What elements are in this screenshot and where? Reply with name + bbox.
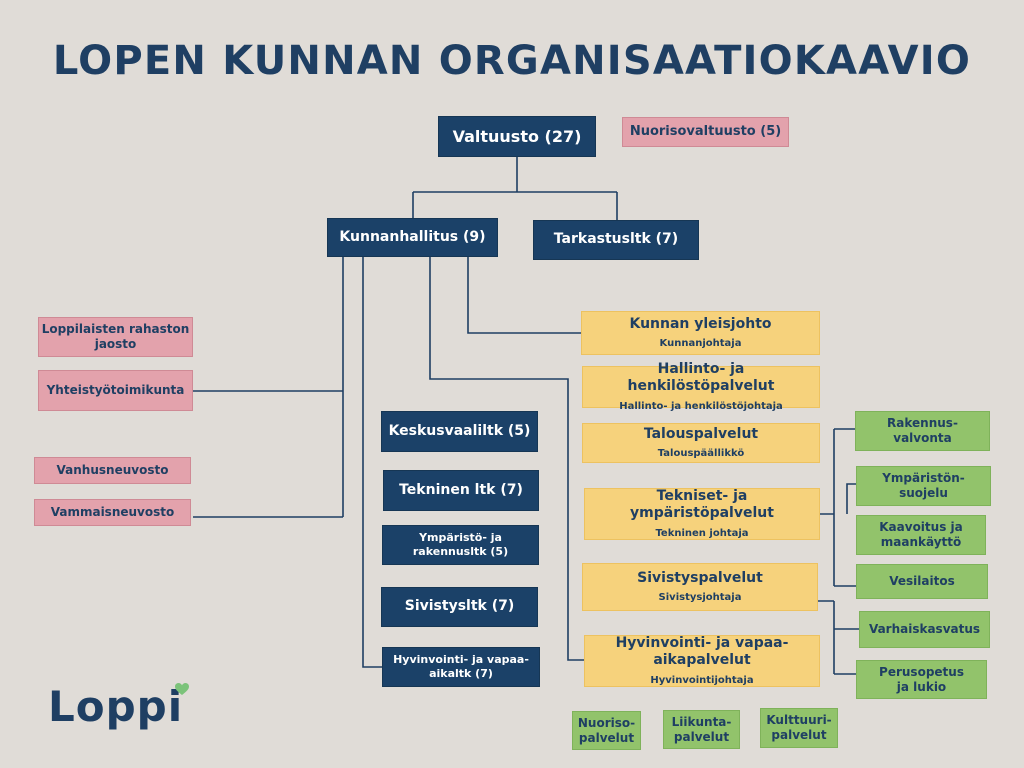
kunnanhallitus-box: Kunnanhallitus (9) bbox=[327, 218, 498, 257]
hyvinvointi-ltk-box: Hyvinvointi- ja vapaa-aikaltk (7) bbox=[382, 647, 540, 687]
tekniset-sub: Tekninen johtaja bbox=[655, 527, 749, 539]
yhteistyo-label: Yhteistyötoimikunta bbox=[46, 383, 185, 397]
vesilaitos-box: Vesilaitos bbox=[856, 564, 988, 599]
rakennusvalvonta-label: Rakennus- valvonta bbox=[887, 416, 958, 445]
vammaisneuvosto-box: Vammaisneuvosto bbox=[34, 499, 191, 526]
connector-services bbox=[429, 257, 584, 661]
valtuusto-label: Valtuusto (27) bbox=[452, 126, 582, 146]
tekniset-title: Tekniset- ja ympäristöpalvelut bbox=[630, 487, 774, 522]
talous-box: Talouspalvelut Talouspäällikkö bbox=[582, 423, 820, 463]
yleisjohto-box: Kunnan yleisjohto Kunnanjohtaja bbox=[581, 311, 820, 355]
vammaisneuvosto-label: Vammaisneuvosto bbox=[50, 505, 175, 519]
tarkastusltk-label: Tarkastusltk (7) bbox=[553, 231, 679, 248]
connector-valtuusto bbox=[412, 157, 618, 220]
yhteistyo-box: Yhteistyötoimikunta bbox=[38, 370, 193, 411]
connector-yleisjohto bbox=[467, 257, 581, 334]
yleisjohto-sub: Kunnanjohtaja bbox=[659, 338, 742, 349]
kulttuuripalvelut-label: Kulttuuri- palvelut bbox=[766, 713, 832, 742]
perusopetus-label: Perusopetus ja lukio bbox=[879, 664, 964, 694]
kaavoitus-label: Kaavoitus ja maankäyttö bbox=[879, 520, 963, 549]
tekniset-box: Tekniset- ja ympäristöpalvelut Tekninen … bbox=[584, 488, 820, 540]
talous-title: Talouspalvelut bbox=[643, 425, 759, 442]
page-title: LOPEN KUNNAN ORGANISAATIOKAAVIO bbox=[52, 38, 972, 84]
ymparisto-ltk-box: Ympäristö- ja rakennusltk (5) bbox=[382, 525, 539, 565]
sivistys-box: Sivistyspalvelut Sivistysjohtaja bbox=[582, 563, 818, 611]
nuorisovaltuusto-box: Nuorisovaltuusto (5) bbox=[622, 117, 789, 147]
ymparisto-ltk-label: Ympäristö- ja rakennusltk (5) bbox=[412, 531, 509, 558]
hallinto-box: Hallinto- ja henkilöstöpalvelut Hallinto… bbox=[582, 361, 820, 412]
vanhusneuvosto-label: Vanhusneuvosto bbox=[56, 463, 169, 477]
vanhusneuvosto-box: Vanhusneuvosto bbox=[34, 457, 191, 484]
hallinto-title: Hallinto- ja henkilöstöpalvelut bbox=[627, 360, 775, 395]
rakennusvalvonta-box: Rakennus- valvonta bbox=[855, 411, 990, 451]
nuorisopalvelut-box: Nuoriso- palvelut bbox=[572, 711, 641, 750]
nuorisopalvelut-label: Nuoriso- palvelut bbox=[577, 715, 636, 745]
hyvinvointi-box: Hyvinvointi- ja vapaa-aikapalvelut Hyvin… bbox=[584, 635, 820, 687]
ymparistonsuojelu-box: Ympäristön- suojelu bbox=[856, 466, 991, 506]
tekninen-ltk-label: Tekninen ltk (7) bbox=[399, 481, 523, 498]
sivistys-title: Sivistyspalvelut bbox=[637, 569, 763, 586]
sivistys-sub: Sivistysjohtaja bbox=[658, 592, 742, 603]
keskusvaaliltk-box: Keskusvaaliltk (5) bbox=[381, 411, 538, 452]
sivistysltk-box: Sivistysltk (7) bbox=[381, 587, 538, 627]
tarkastusltk-box: Tarkastusltk (7) bbox=[533, 220, 699, 260]
sivistysltk-label: Sivistysltk (7) bbox=[404, 598, 515, 615]
kulttuuripalvelut-box: Kulttuuri- palvelut bbox=[760, 708, 838, 748]
liikuntapalvelut-box: Liikunta- palvelut bbox=[663, 710, 740, 749]
hyvinvointi-title: Hyvinvointi- ja vapaa-aikapalvelut bbox=[615, 634, 789, 669]
perusopetus-box: Perusopetus ja lukio bbox=[856, 660, 987, 699]
connector-pink-group bbox=[193, 257, 344, 518]
yleisjohto-title: Kunnan yleisjohto bbox=[629, 315, 772, 332]
tekninen-ltk-box: Tekninen ltk (7) bbox=[383, 470, 539, 511]
varhaiskasvatus-label: Varhaiskasvatus bbox=[868, 622, 981, 636]
ymparistonsuojelu-label: Ympäristön- suojelu bbox=[882, 471, 965, 500]
talous-sub: Talouspäällikkö bbox=[657, 448, 745, 459]
connector-tekniset bbox=[820, 428, 856, 587]
rahasto-box: Loppilaisten rahaston jaosto bbox=[38, 317, 193, 357]
connector-committees bbox=[362, 257, 383, 668]
hallinto-sub: Hallinto- ja henkilöstöjohtaja bbox=[619, 400, 783, 412]
liikuntapalvelut-label: Liikunta- palvelut bbox=[671, 714, 732, 744]
hyvinvointi-sub: Hyvinvointijohtaja bbox=[650, 674, 754, 686]
varhaiskasvatus-box: Varhaiskasvatus bbox=[859, 611, 990, 648]
valtuusto-box: Valtuusto (27) bbox=[438, 116, 596, 157]
loppi-logo: Loppi bbox=[48, 682, 184, 731]
rahasto-label: Loppilaisten rahaston jaosto bbox=[41, 322, 190, 351]
kaavoitus-box: Kaavoitus ja maankäyttö bbox=[856, 515, 986, 555]
vesilaitos-label: Vesilaitos bbox=[889, 574, 955, 588]
hyvinvointi-ltk-label: Hyvinvointi- ja vapaa-aikaltk (7) bbox=[393, 653, 529, 680]
kunnanhallitus-label: Kunnanhallitus (9) bbox=[339, 228, 486, 245]
keskusvaaliltk-label: Keskusvaaliltk (5) bbox=[388, 422, 531, 439]
connector-sivistys bbox=[818, 600, 859, 675]
nuorisovaltuusto-label: Nuorisovaltuusto (5) bbox=[629, 123, 782, 139]
heart-icon bbox=[175, 683, 189, 695]
